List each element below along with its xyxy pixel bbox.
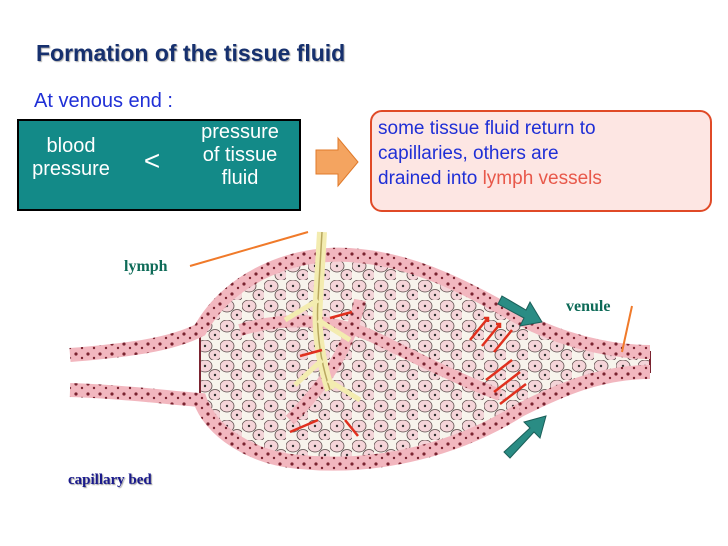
lymph-leader-line	[189, 231, 309, 267]
tissue-pressure-line3: fluid	[221, 167, 259, 189]
result-line2-a: capillaries,	[378, 143, 468, 164]
tissue-fluid-pressure-label: pressure of tissue fluid	[177, 121, 303, 190]
lymph-vessels-text: lymph vessels	[482, 168, 602, 189]
subtitle: At venous end :	[34, 90, 173, 112]
flow-arrow-icon	[289, 310, 527, 437]
result-line2: capillaries, others are	[378, 141, 704, 166]
tissue-pressure-line2: of tissue	[202, 144, 278, 166]
result-line2-b: others are	[467, 143, 559, 164]
result-line3: drained into lymph vessels	[378, 166, 704, 191]
result-line1: some tissue fluid return to	[378, 118, 596, 139]
page-title: Formation of the tissue fluid	[36, 40, 346, 66]
blood-pressure-line2: pressure	[32, 158, 110, 180]
venule-leader-line	[621, 305, 633, 353]
venule-flow-arrow-icon	[497, 295, 543, 327]
venule-label: venule	[566, 298, 611, 315]
venule-flow-arrow-icon-2	[503, 415, 547, 459]
lymph-label: lymph	[124, 258, 168, 275]
pressure-comparison-box: blood pressure < pressure of tissue flui…	[17, 119, 301, 211]
capillary-bed-label: capillary bed	[68, 472, 152, 488]
result-box: some tissue fluid return to capillaries,…	[370, 110, 712, 212]
tissue-pressure-line1: pressure	[201, 121, 279, 143]
tissue-region	[69, 231, 651, 471]
right-arrow-icon	[315, 136, 359, 188]
blood-pressure-line1: blood	[46, 135, 96, 157]
blood-pressure-label: blood pressure	[17, 135, 125, 181]
less-than-operator: <	[143, 145, 161, 176]
result-line3-a: drained into	[378, 168, 483, 189]
